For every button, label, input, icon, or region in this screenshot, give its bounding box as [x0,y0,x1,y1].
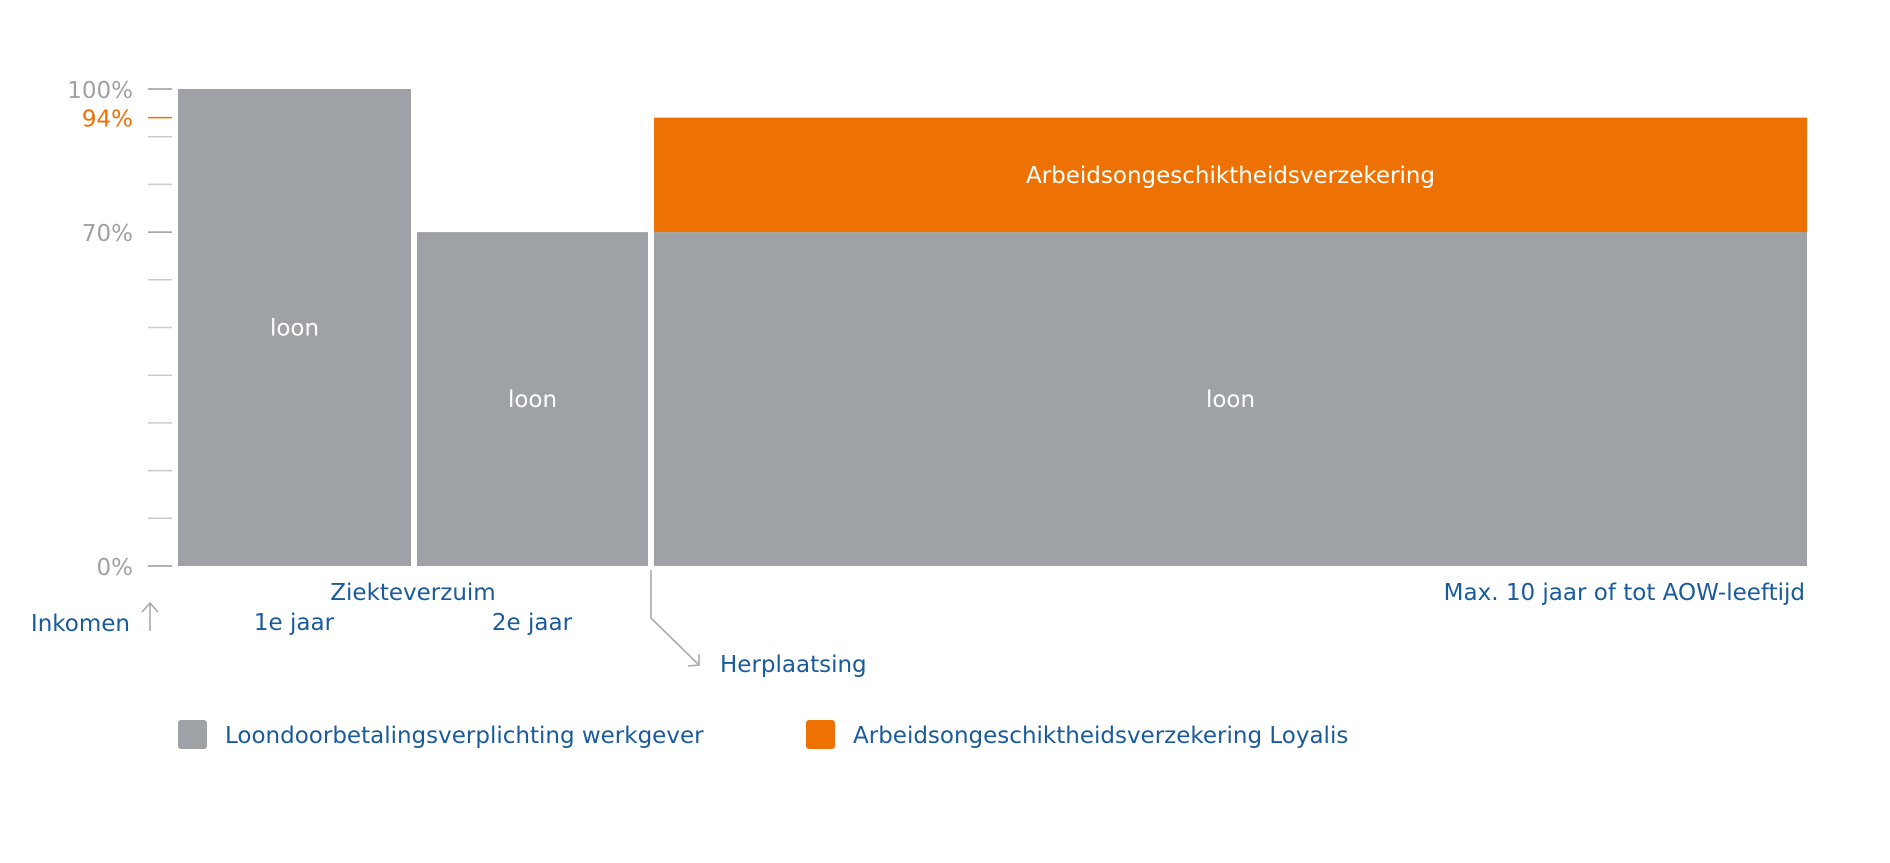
group-label-ziekteverzuim: Ziekteverzuim [330,580,495,606]
y-tick-label: 0% [97,555,134,581]
bar-label-arbeidsongeschiktheid: Arbeidsongeschiktheidsverzekering [1026,163,1435,189]
y-tick-label: 94% [82,107,133,133]
arrow-up-icon [141,601,159,631]
legend-label-arbeidsongeschiktheid: Arbeidsongeschiktheidsverzekering Loyali… [853,723,1348,749]
y-axis-label: Inkomen [31,611,130,637]
labels-layer: loon loon loon Arbeidsongeschiktheidsverzek… [31,163,1805,678]
bar-loon [654,232,1807,566]
bar-label-loon: loon [270,316,319,342]
y-tick-label: 70% [82,221,133,247]
period-label-2e-jaar: 2e jaar [492,610,573,636]
period-label-max-10-jaar: Max. 10 jaar of tot AOW-leeftijd [1444,580,1805,606]
legend: Loondoorbetalingsverplichting werkgever A… [178,720,1348,749]
bars-layer [178,89,1807,566]
axis-layer: 100% 94% 70% 0% [67,78,172,581]
annotation-herplaatsing: Herplaatsing [720,652,867,678]
y-tick-label: 100% [67,78,133,104]
bar-arbeidsongeschiktheid [654,117,1807,233]
legend-swatch-arbeidsongeschiktheid [806,720,835,749]
bar-label-loon: loon [1206,387,1255,413]
period-label-1e-jaar: 1e jaar [254,610,335,636]
arrow-down-right-icon [650,570,700,667]
bar-loon [417,232,648,566]
legend-swatch-loondoorbetaling [178,720,207,749]
legend-label-loondoorbetaling: Loondoorbetalingsverplichting werkgever [225,723,704,749]
bar-label-loon: loon [508,387,557,413]
bar-loon [178,89,411,566]
